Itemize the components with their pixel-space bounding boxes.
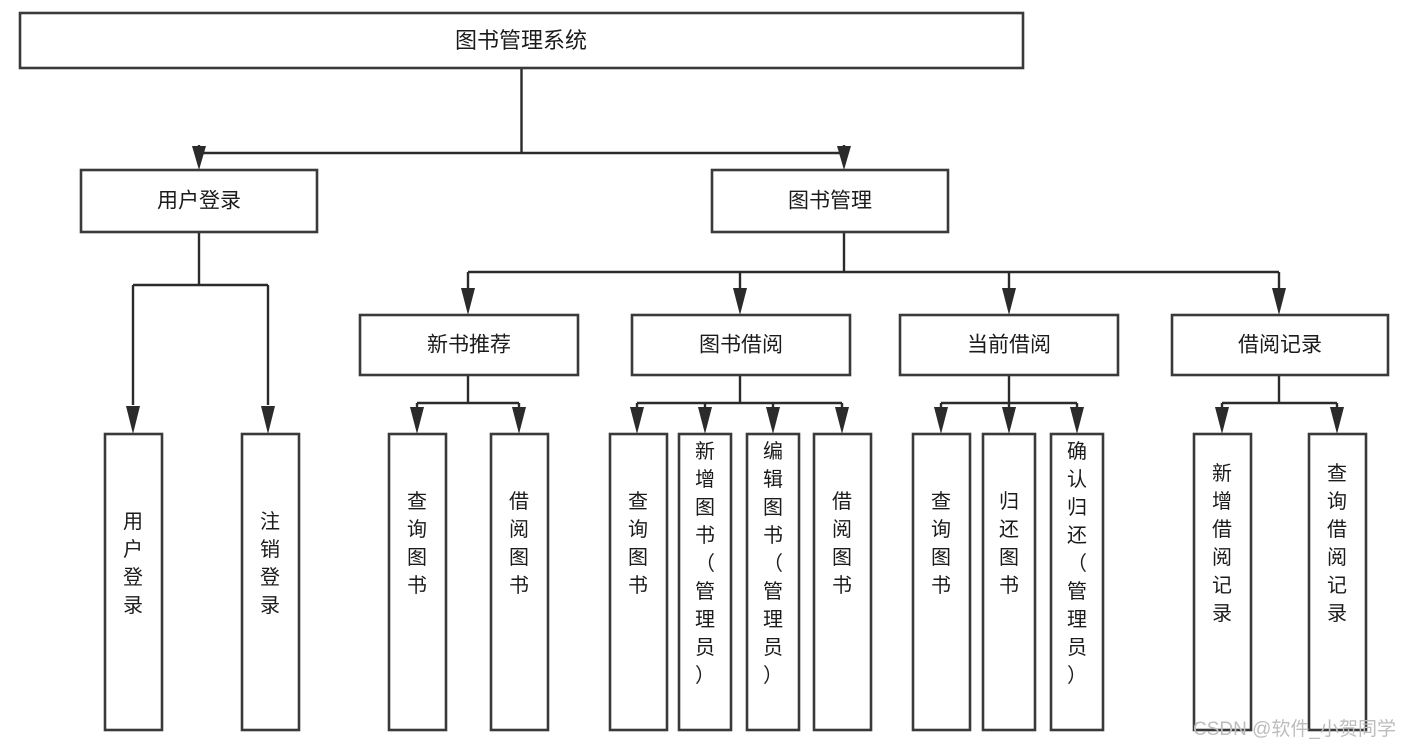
- leaf-box[interactable]: [745, 432, 801, 732]
- leaf-label-borrow-book: 借阅图书: [509, 490, 529, 597]
- leaf-record-add[interactable]: 新增借阅记录: [1192, 432, 1253, 732]
- arrow-head-to-book-borrow: [733, 288, 747, 315]
- leaf-box[interactable]: [387, 432, 448, 732]
- leaf-user-login-login[interactable]: 用户登录: [103, 432, 164, 732]
- arrow-head-login-leaf-1: [126, 406, 140, 434]
- leaf-box[interactable]: [981, 432, 1037, 732]
- leaf-current-confirm-return[interactable]: 确认归还（管理员）: [1049, 432, 1105, 732]
- arrow-head-to-book-mgmt: [837, 146, 851, 170]
- arrow-head-newbook-leaf-1: [410, 407, 424, 434]
- connector-group-borrow-record: [1215, 375, 1344, 434]
- node-root-box[interactable]: [18, 11, 1025, 70]
- leaf-box[interactable]: [1192, 432, 1253, 732]
- leaf-bookborrow-edit[interactable]: 编辑图书（管理员）: [745, 432, 801, 732]
- leaf-bookborrow-query[interactable]: 查询图书: [608, 432, 669, 732]
- arrow-head-borrow-leaf-1: [630, 407, 644, 434]
- leaf-label-add-book-admin: 新增图书（管理员）: [695, 440, 715, 687]
- leaf-label-confirm-return-admin: 确认归还（管理员）: [1067, 440, 1087, 687]
- node-root-system[interactable]: 图书管理系统: [18, 11, 1025, 70]
- leaf-bookborrow-borrow[interactable]: 借阅图书: [812, 432, 873, 732]
- leaf-label-logout: 注销登录: [260, 510, 280, 617]
- arrow-head-to-borrow-record: [1272, 288, 1286, 315]
- arrow-head-record-leaf-2: [1330, 407, 1344, 434]
- node-new-book-recommend-label: 新书推荐: [427, 334, 511, 357]
- node-current-borrow-label: 当前借阅: [967, 334, 1051, 357]
- leaf-label-borrow-book: 借阅图书: [832, 490, 852, 597]
- arrow-head-borrow-leaf-3: [766, 407, 780, 434]
- leaf-current-return[interactable]: 归还图书: [981, 432, 1037, 732]
- leaf-label-add-borrow-record: 新增借阅记录: [1212, 462, 1232, 625]
- node-new-book-recommend[interactable]: 新书推荐: [358, 313, 580, 377]
- leaf-user-login-logout[interactable]: 注销登录: [240, 432, 301, 732]
- arrow-head-current-leaf-3: [1070, 407, 1084, 434]
- leaf-box[interactable]: [911, 432, 972, 732]
- arrow-head-to-new-book: [461, 288, 475, 315]
- node-borrow-record[interactable]: 借阅记录: [1170, 313, 1390, 377]
- leaf-box[interactable]: [812, 432, 873, 732]
- node-book-borrow-box[interactable]: [630, 313, 852, 377]
- arrow-head-login-leaf-2: [261, 406, 275, 434]
- arrow-head-current-leaf-1: [934, 407, 948, 434]
- connector-group-book-mgmt: [461, 232, 1286, 315]
- node-book-management-label: 图书管理: [788, 190, 872, 213]
- connector-group-current-borrow: [934, 375, 1084, 434]
- connector-group-root: [192, 68, 851, 170]
- leaf-label-edit-book-admin: 编辑图书（管理员）: [763, 440, 783, 687]
- leaf-box[interactable]: [1049, 432, 1105, 732]
- node-new-book-recommend-box[interactable]: [358, 313, 580, 377]
- leaf-box[interactable]: [103, 432, 164, 732]
- leaf-label-query-book: 查询图书: [931, 490, 951, 597]
- arrow-head-borrow-leaf-4: [835, 407, 849, 434]
- arrow-head-to-current-borrow: [1002, 288, 1016, 315]
- leaf-bookborrow-add[interactable]: 新增图书（管理员）: [677, 432, 733, 732]
- leaf-box[interactable]: [240, 432, 301, 732]
- leaf-record-query[interactable]: 查询借阅记录: [1307, 432, 1368, 732]
- arrow-head-current-leaf-2: [1002, 407, 1016, 434]
- leaf-box[interactable]: [489, 432, 550, 732]
- node-current-borrow[interactable]: 当前借阅: [898, 313, 1120, 377]
- node-borrow-record-box[interactable]: [1170, 313, 1390, 377]
- node-book-management-box[interactable]: [710, 168, 950, 234]
- leaf-label-return-book: 归还图书: [999, 490, 1019, 597]
- node-current-borrow-box[interactable]: [898, 313, 1120, 377]
- leaf-label-query-book: 查询图书: [407, 490, 427, 597]
- connector-group-book-borrow: [630, 375, 849, 434]
- arrow-head-borrow-leaf-2: [698, 407, 712, 434]
- node-user-login-label: 用户登录: [157, 190, 241, 213]
- leaf-label-query-book: 查询图书: [628, 490, 648, 597]
- watermark-label: CSDN @软件_小贺同学: [1193, 718, 1396, 740]
- leaf-label-user-login: 用户登录: [123, 511, 143, 617]
- arrow-head-newbook-leaf-2: [512, 407, 526, 434]
- leaf-label-query-borrow-record: 查询借阅记录: [1327, 462, 1347, 625]
- connector-group-new-book: [410, 375, 526, 434]
- arrow-head-record-leaf-1: [1215, 407, 1229, 434]
- leaf-box[interactable]: [677, 432, 733, 732]
- node-borrow-record-label: 借阅记录: [1238, 334, 1322, 357]
- leaf-newbook-borrow[interactable]: 借阅图书: [489, 432, 550, 732]
- leaf-newbook-query[interactable]: 查询图书: [387, 432, 448, 732]
- leaf-box[interactable]: [1307, 432, 1368, 732]
- leaf-box[interactable]: [608, 432, 669, 732]
- node-root-label: 图书管理系统: [455, 28, 587, 53]
- connector-group-user-login: [126, 232, 275, 434]
- node-user-login-box[interactable]: [79, 168, 319, 234]
- node-user-login[interactable]: 用户登录: [79, 168, 319, 234]
- node-book-management[interactable]: 图书管理: [710, 168, 950, 234]
- node-book-borrow-label: 图书借阅: [699, 334, 783, 357]
- leaf-current-query[interactable]: 查询图书: [911, 432, 972, 732]
- arrow-head-to-user-login: [192, 146, 206, 170]
- node-book-borrow[interactable]: 图书借阅: [630, 313, 852, 377]
